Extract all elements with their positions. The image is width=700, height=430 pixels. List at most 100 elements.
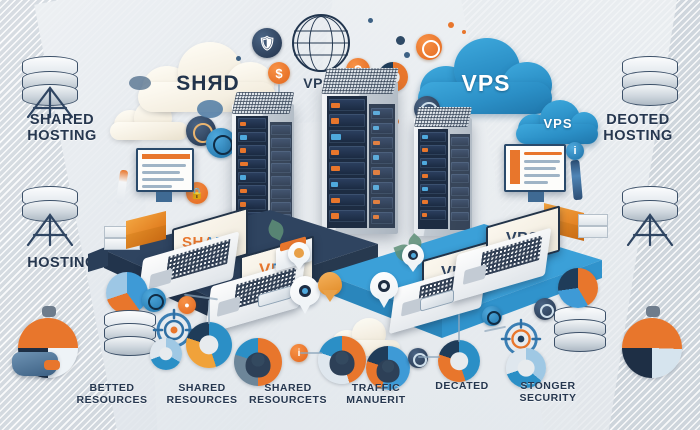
map-pin-icon (402, 244, 424, 274)
dollar-badge-glyph: $ (275, 65, 283, 81)
map-pin-tip (322, 290, 338, 302)
target-crosshair-icon (142, 288, 166, 312)
target-crosshair-icon (482, 306, 502, 326)
rack-unit (237, 145, 267, 156)
monitor-text-line (142, 164, 186, 167)
monitor-icon-right (504, 144, 566, 192)
crosshair-ring (413, 353, 427, 367)
map-pin-tip (405, 261, 421, 272)
decor-dot (236, 56, 241, 61)
folder-box-front (578, 226, 608, 238)
rack-unit (237, 198, 267, 210)
database-stack-icon (104, 310, 156, 356)
rack-unit (370, 152, 394, 165)
database-stack-icon (622, 56, 678, 106)
map-pin-icon (318, 272, 342, 304)
map-pin-tip (376, 294, 392, 308)
label-shared-hosting: SHARED HOSTING (2, 112, 122, 144)
badge-stem (278, 84, 280, 96)
feature-label-line2: MANUERIT (346, 394, 406, 407)
rack-unit (370, 122, 394, 135)
rack-unit (329, 177, 365, 191)
rack-unit (237, 118, 267, 129)
donut-dedicated (438, 340, 480, 382)
antenna-tower-icon (626, 213, 674, 246)
cloud-icon-vps-small: VPS (516, 98, 600, 144)
feature-label-decated: DECATED (416, 380, 508, 392)
antenna-tower-icon (26, 213, 74, 246)
rack-unit (370, 197, 394, 209)
label-hosting-left-text: HOSTING (27, 255, 97, 271)
monitor-text-line (524, 181, 548, 184)
rack-unit (329, 209, 365, 223)
cloud-vps-small-label: VPS (543, 116, 573, 131)
feature-label-line1: DECATED (435, 380, 489, 392)
label-hosting-left: HOSTING (2, 255, 122, 271)
rack-unit (271, 137, 291, 148)
pie-chart-right-outer (622, 318, 682, 378)
rack-unit (271, 176, 291, 187)
donut-person-2 (318, 336, 366, 384)
decor-dot (404, 52, 410, 58)
rack-unit (271, 188, 291, 199)
monitor-icon-left (136, 148, 194, 192)
monitor-stand-right (528, 192, 544, 202)
rack-unit (451, 161, 469, 171)
rack-unit (237, 172, 267, 183)
laptop-icon-vps-right: VPS (450, 205, 564, 303)
rack-unit (271, 125, 291, 136)
rack-unit (370, 211, 394, 224)
rack-unit (271, 150, 291, 161)
database-stack-icon (622, 186, 678, 226)
feature-label-shared-resources: SHARED RESOURCES (156, 382, 248, 406)
rack-unit (329, 162, 365, 175)
rack-unit (451, 149, 469, 159)
crosshair-ring (422, 40, 440, 58)
donut-stem (458, 314, 460, 342)
pen-icon (115, 169, 129, 205)
monitor-text-line (524, 174, 560, 177)
lock-badge-glyph: ● (184, 300, 190, 310)
rack-unit (451, 211, 469, 221)
laptop-trackpad (148, 268, 173, 290)
rack-side-face (450, 134, 470, 230)
feature-label-line2: RESOURCES (76, 394, 148, 407)
rack-unit (329, 193, 365, 207)
rack-mesh-top (231, 92, 295, 114)
rack-unit (419, 210, 447, 220)
shield-icon: 🛡 (252, 28, 282, 58)
rack-unit (329, 98, 365, 112)
crosshair-ring (487, 311, 501, 325)
rack-unit (451, 136, 469, 146)
rack-unit (370, 182, 394, 194)
map-pin-eye-inner (302, 288, 308, 294)
feature-label-shared-resourcets: SHARED RESOURCETS (242, 382, 334, 406)
rack-unit (329, 114, 365, 127)
target-crosshair-icon (416, 34, 442, 60)
rack-unit (370, 137, 394, 150)
folder-box-icon-right (544, 203, 608, 242)
label-shared-hosting-line2: HOSTING (27, 128, 97, 145)
donut-security (506, 348, 546, 388)
folder-box-icon-left (104, 211, 166, 250)
rack-unit (419, 171, 447, 181)
monitor-accent-bar (510, 150, 520, 184)
rack-unit (329, 146, 365, 159)
label-shared-hosting-line1: SHARED (29, 112, 95, 128)
shield-glyph: 🛡 (258, 34, 276, 51)
dollar-badge-icon: $ (268, 62, 290, 84)
monitor-text-line (142, 178, 184, 181)
monitor-text-line (524, 160, 560, 163)
monitor-screen (504, 144, 566, 192)
rack-unit (237, 131, 267, 143)
rack-unit (237, 185, 267, 197)
laptop-trackpad (216, 296, 241, 317)
cloud-shared-label: SHЯD (176, 72, 240, 95)
crosshair-ring (148, 294, 164, 310)
map-pin-tip (291, 259, 307, 270)
vr-device-accent (44, 360, 60, 370)
rack-unit (419, 158, 447, 168)
target-crosshair-icon (408, 348, 428, 368)
server-rack-icon-center (321, 68, 399, 234)
